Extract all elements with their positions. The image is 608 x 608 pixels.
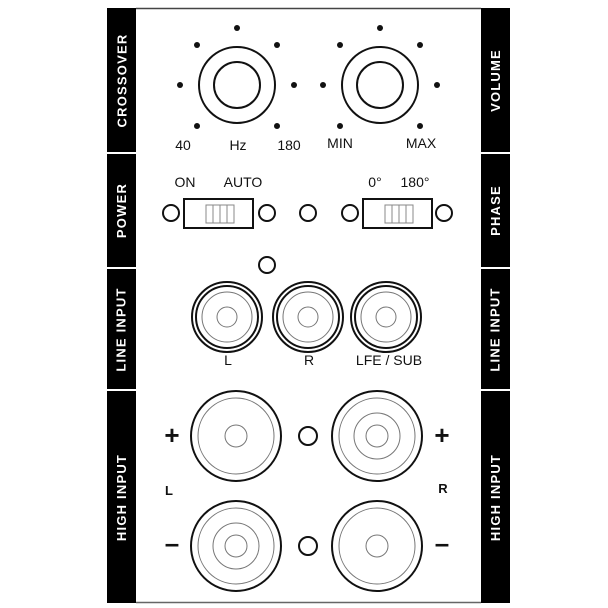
- power-auto-label: AUTO: [223, 174, 263, 190]
- high-input-left-channel-label: L: [165, 483, 173, 498]
- high-input-left-minus-terminal[interactable]: [190, 500, 282, 592]
- status-led: [299, 204, 317, 222]
- high-input-plus-led: [298, 426, 318, 446]
- high-input-left-plus-terminal[interactable]: [190, 390, 282, 482]
- crossover-min-label: 40: [175, 137, 191, 153]
- volume-min-label: MIN: [327, 135, 353, 151]
- power-auto-led: [258, 204, 276, 222]
- power-on-label: ON: [174, 174, 196, 190]
- line-input-sub-label: LFE / SUB: [355, 352, 423, 368]
- crossover-unit-label: Hz: [229, 137, 247, 153]
- right-minus-sign: –: [434, 528, 450, 558]
- power-on-led: [162, 204, 180, 222]
- rca-input-lfe-sub[interactable]: [350, 281, 422, 353]
- volume-scale-dots: [320, 25, 440, 129]
- high-input-right-plus-terminal[interactable]: [331, 390, 423, 482]
- phase-0-led: [341, 204, 359, 222]
- side-label-line-input-left: LINE INPUT: [107, 269, 136, 389]
- rca-input-right[interactable]: [272, 281, 344, 353]
- power-switch[interactable]: [183, 198, 254, 229]
- phase-0-label: 0°: [368, 174, 382, 190]
- high-input-right-channel-label: R: [438, 481, 448, 496]
- side-label-volume: VOLUME: [481, 8, 510, 152]
- left-minus-sign: –: [164, 528, 180, 558]
- right-plus-sign: +: [434, 420, 450, 450]
- phase-180-led: [435, 204, 453, 222]
- high-input-minus-led: [298, 536, 318, 556]
- high-input-right-minus-terminal[interactable]: [331, 500, 423, 592]
- crossover-max-label: 180: [277, 137, 301, 153]
- line-input-led: [258, 256, 276, 274]
- volume-knob[interactable]: [341, 46, 419, 124]
- volume-max-label: MAX: [405, 135, 437, 151]
- side-label-phase: PHASE: [481, 154, 510, 267]
- side-label-high-input-left: HIGH INPUT: [107, 391, 136, 603]
- line-input-right-label: R: [303, 352, 315, 368]
- side-label-power: POWER: [107, 154, 136, 267]
- side-label-line-input-right: LINE INPUT: [481, 269, 510, 389]
- left-plus-sign: +: [164, 420, 180, 450]
- crossover-scale-dots: [177, 25, 297, 129]
- rca-input-left[interactable]: [191, 281, 263, 353]
- phase-switch[interactable]: [362, 198, 433, 229]
- phase-180-label: 180°: [400, 174, 430, 190]
- side-label-crossover: CROSSOVER: [107, 8, 136, 152]
- side-label-high-input-right: HIGH INPUT: [481, 391, 510, 603]
- line-input-left-label: L: [224, 352, 232, 368]
- crossover-knob[interactable]: [198, 46, 276, 124]
